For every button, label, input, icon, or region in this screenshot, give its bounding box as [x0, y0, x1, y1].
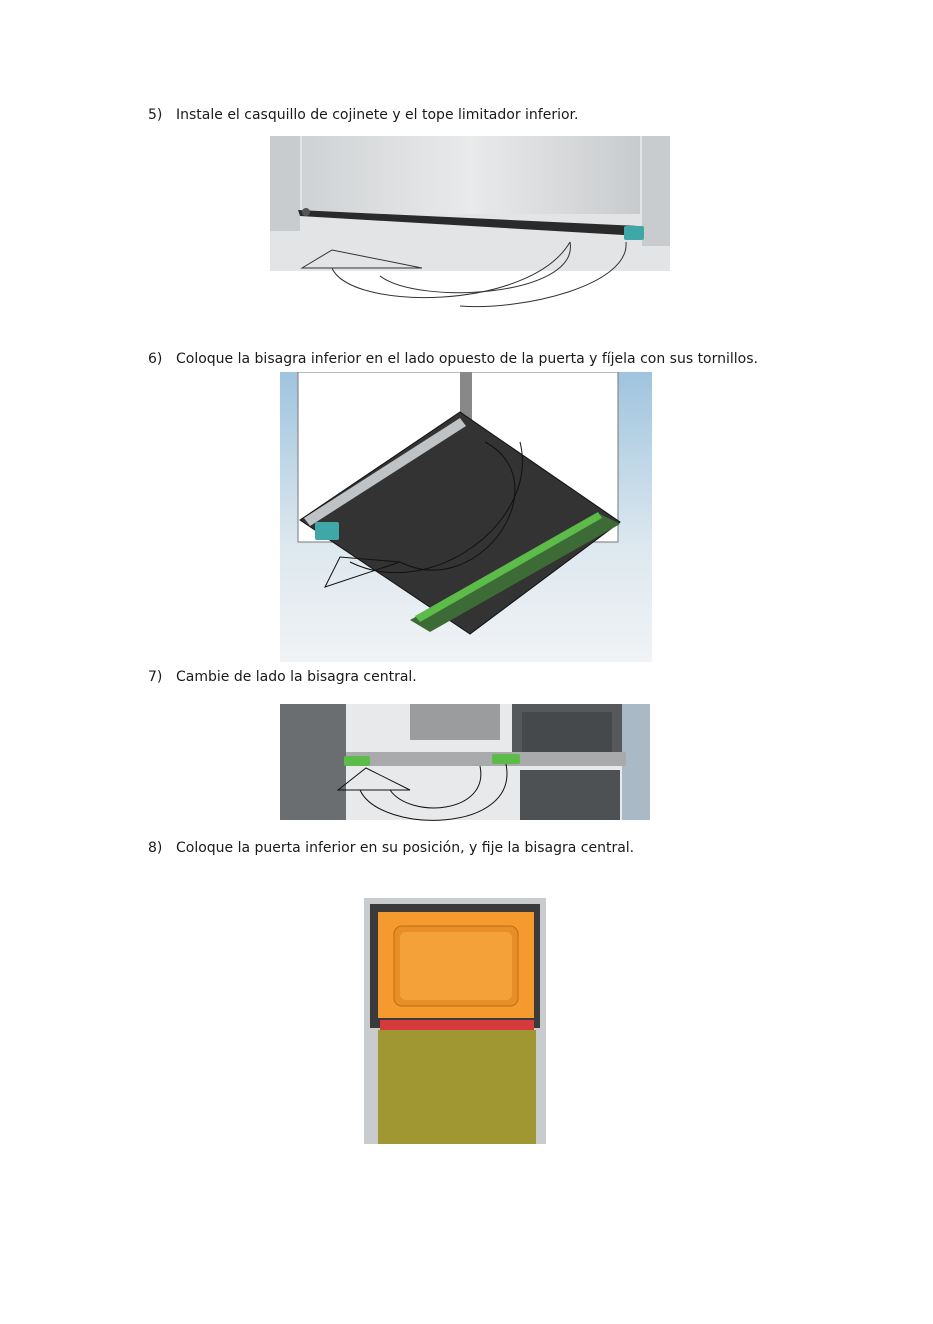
- step-number: 5): [148, 106, 176, 124]
- lower-hinge: [315, 522, 339, 540]
- step-text: Instale el casquillo de cojinete y el to…: [176, 107, 578, 123]
- step-text: Coloque la bisagra inferior en el lado o…: [176, 351, 758, 367]
- step-7: 7)Cambie de lado la bisagra central.: [148, 668, 417, 686]
- bearing-bushing: [624, 226, 644, 240]
- step-text: Cambie de lado la bisagra central.: [176, 669, 417, 685]
- step-text: Coloque la puerta inferior en su posició…: [176, 840, 634, 856]
- figure-step-7: [280, 704, 652, 822]
- lower-door: [378, 1030, 536, 1144]
- step-number: 6): [148, 350, 176, 368]
- red-strip: [380, 1020, 534, 1030]
- figure-step-5: [270, 136, 680, 316]
- step-8: 8)Coloque la puerta inferior en su posic…: [148, 839, 634, 857]
- figure-step-8: [364, 898, 548, 1146]
- step-number: 7): [148, 668, 176, 686]
- step-5: 5)Instale el casquillo de cojinete y el …: [148, 106, 578, 124]
- step-number: 8): [148, 839, 176, 857]
- figure-step-6: [280, 372, 655, 664]
- step-6: 6)Coloque la bisagra inferior en el lado…: [148, 350, 758, 368]
- green-hinge-right: [492, 754, 520, 764]
- green-hinge-left: [344, 756, 370, 766]
